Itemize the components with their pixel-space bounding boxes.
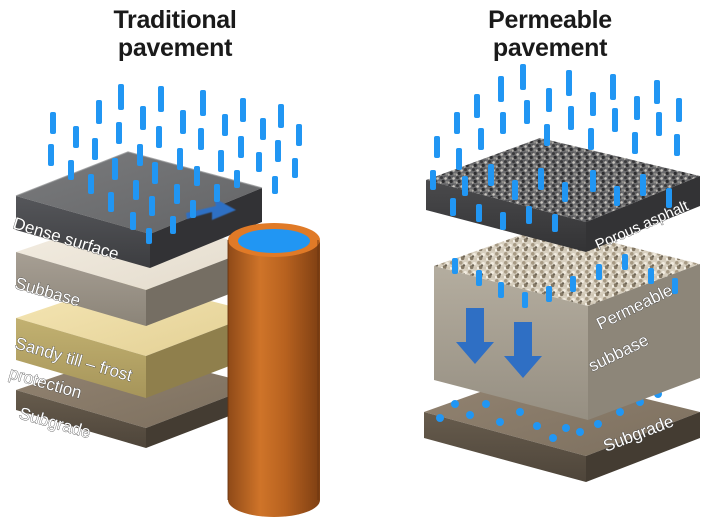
panel-title-permeable: Permeable pavement <box>488 6 612 62</box>
layer-porous-asphalt: Porous asphalt <box>426 138 700 254</box>
rainfall-permeable <box>430 64 682 190</box>
permeable-pavement-stack: Subgrade <box>424 64 700 482</box>
rainfall-traditional <box>48 84 302 244</box>
drainage-pipe <box>227 223 320 517</box>
runoff-arrow <box>186 198 236 220</box>
infiltration-dots <box>436 390 662 442</box>
traditional-pavement-stack: Subgrade Sandy till – frost protection S… <box>7 84 320 517</box>
infiltration-arrows <box>456 308 542 378</box>
layer-permeable-subbase: Permeable subbase <box>434 226 700 420</box>
panel-title-traditional: Traditional pavement <box>113 6 237 62</box>
water-through-asphalt <box>450 164 672 232</box>
water-through-gravel <box>452 254 678 308</box>
